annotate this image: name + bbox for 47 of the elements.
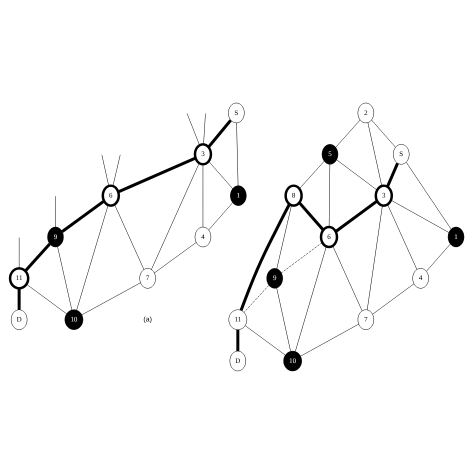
connector — [76, 204, 108, 310]
connector — [61, 200, 105, 233]
connector — [112, 154, 120, 186]
connector — [203, 113, 206, 145]
connector — [102, 154, 109, 186]
connector — [24, 242, 51, 272]
connector — [244, 285, 270, 313]
connector — [236, 122, 238, 186]
connector — [372, 284, 414, 314]
connector — [18, 237, 20, 269]
connector — [367, 205, 383, 310]
connector — [334, 200, 378, 233]
connector — [208, 161, 233, 189]
connector — [82, 282, 141, 316]
connector — [387, 204, 418, 270]
connector — [207, 119, 232, 148]
connector — [336, 120, 360, 148]
connector — [426, 244, 450, 272]
connector — [236, 330, 240, 352]
connector — [300, 324, 359, 356]
connector — [154, 242, 196, 274]
connector — [298, 202, 324, 231]
connector — [276, 205, 292, 269]
connector — [151, 163, 200, 270]
connector — [328, 164, 330, 228]
connector — [186, 113, 200, 146]
connector — [276, 288, 291, 352]
connector — [244, 325, 286, 356]
connector — [281, 242, 322, 274]
connector — [406, 162, 452, 230]
connector — [336, 160, 378, 190]
connector — [371, 120, 396, 148]
connector — [57, 246, 72, 310]
connector — [55, 196, 56, 228]
connector — [208, 202, 233, 230]
connector — [114, 204, 144, 270]
connector — [295, 246, 327, 352]
connector — [240, 204, 291, 311]
connector — [368, 122, 382, 186]
connector — [332, 246, 362, 311]
connector — [26, 284, 67, 314]
connector — [299, 161, 324, 189]
connector — [386, 162, 399, 188]
connector — [390, 200, 450, 233]
connector — [18, 288, 21, 310]
connector — [118, 156, 196, 194]
connector — [202, 164, 204, 228]
